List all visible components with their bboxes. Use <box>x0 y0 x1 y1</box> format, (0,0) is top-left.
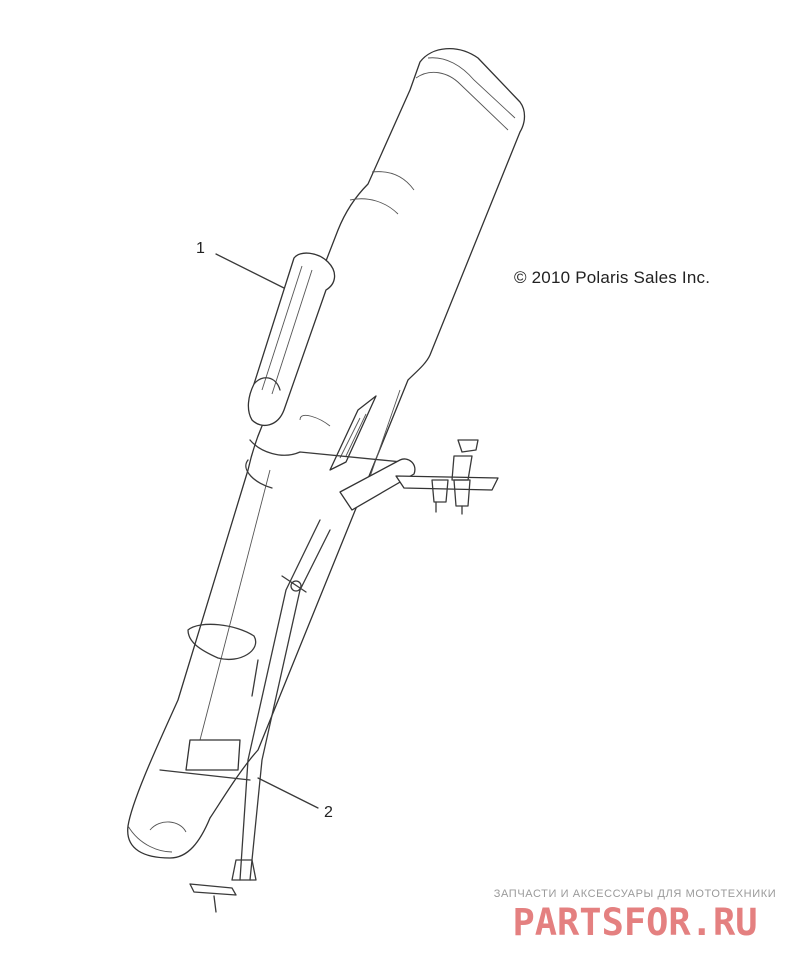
watermark: ЗАПЧАСТИ И АКСЕССУАРЫ ДЛЯ МОТОТЕХНИКИ PA… <box>470 888 800 944</box>
watermark-tagline: ЗАПЧАСТИ И АКСЕССУАРЫ ДЛЯ МОТОТЕХНИКИ <box>493 888 777 900</box>
latch-assembly <box>395 439 499 515</box>
copyright-notice: © 2010 Polaris Sales Inc. <box>514 268 711 287</box>
mount-bracket-part-2 <box>187 439 416 913</box>
handle-part-1 <box>247 252 336 427</box>
leader-line-2 <box>257 777 319 809</box>
callout-2: 2 <box>324 804 333 821</box>
watermark-logo: PARTSFOR.RU <box>512 901 758 944</box>
leader-line-1 <box>215 253 285 289</box>
label-plate <box>329 395 377 471</box>
gun-case-drawing <box>127 47 526 859</box>
callout-1: 1 <box>196 240 205 257</box>
